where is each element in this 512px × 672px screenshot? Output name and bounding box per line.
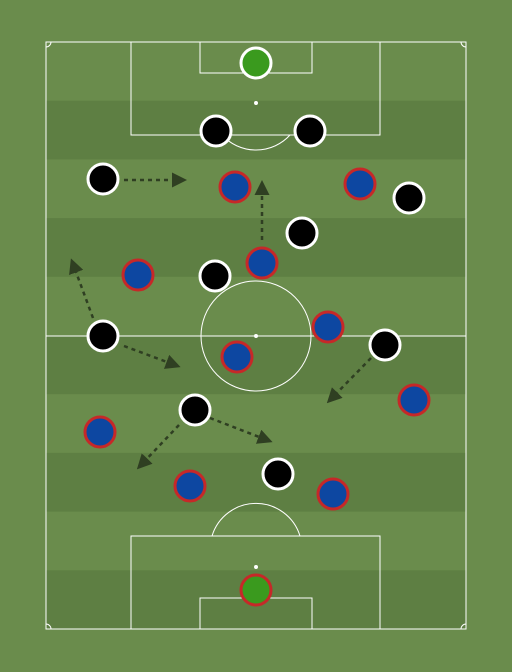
movement-arrow bbox=[136, 424, 180, 470]
pitch-stripes bbox=[46, 42, 466, 630]
player-token bbox=[316, 477, 350, 511]
player-token bbox=[199, 114, 233, 148]
player-token bbox=[86, 319, 120, 353]
bottom-penalty-arc bbox=[211, 503, 301, 537]
pitch-stripe bbox=[46, 452, 466, 513]
movement-arrow bbox=[123, 344, 181, 369]
player-token bbox=[343, 167, 377, 201]
player-token bbox=[368, 328, 402, 362]
bottom-penalty-spot bbox=[254, 565, 258, 569]
player-token bbox=[397, 383, 431, 417]
player-token bbox=[178, 393, 212, 427]
corner-arc-bottom-right bbox=[460, 623, 467, 630]
goalkeeper-icon bbox=[239, 573, 273, 607]
player-token bbox=[293, 114, 327, 148]
corner-arc-top-left bbox=[45, 41, 52, 48]
player-token bbox=[121, 258, 155, 292]
player-token bbox=[83, 415, 117, 449]
pitch-stripe bbox=[46, 511, 466, 571]
goalkeeper-icon bbox=[239, 46, 273, 80]
movement-arrow bbox=[69, 258, 95, 319]
movement-arrow bbox=[209, 416, 273, 444]
movement-arrows bbox=[69, 172, 372, 470]
centre-circle bbox=[200, 280, 312, 392]
player-token bbox=[86, 162, 120, 196]
player-token bbox=[218, 170, 252, 204]
player-token bbox=[173, 469, 207, 503]
players bbox=[83, 46, 431, 607]
player-token bbox=[311, 310, 345, 344]
movement-arrow bbox=[326, 357, 372, 404]
centre-spot bbox=[254, 334, 258, 338]
corner-arc-top-right bbox=[460, 41, 467, 48]
player-token bbox=[392, 181, 426, 215]
player-token bbox=[261, 457, 295, 491]
player-token bbox=[285, 216, 319, 250]
corner-arc-bottom-left bbox=[45, 623, 52, 630]
player-token bbox=[220, 340, 254, 374]
pitch-stripe bbox=[46, 100, 466, 160]
top-penalty-spot bbox=[254, 101, 258, 105]
player-token bbox=[198, 259, 232, 293]
player-token bbox=[245, 246, 279, 280]
